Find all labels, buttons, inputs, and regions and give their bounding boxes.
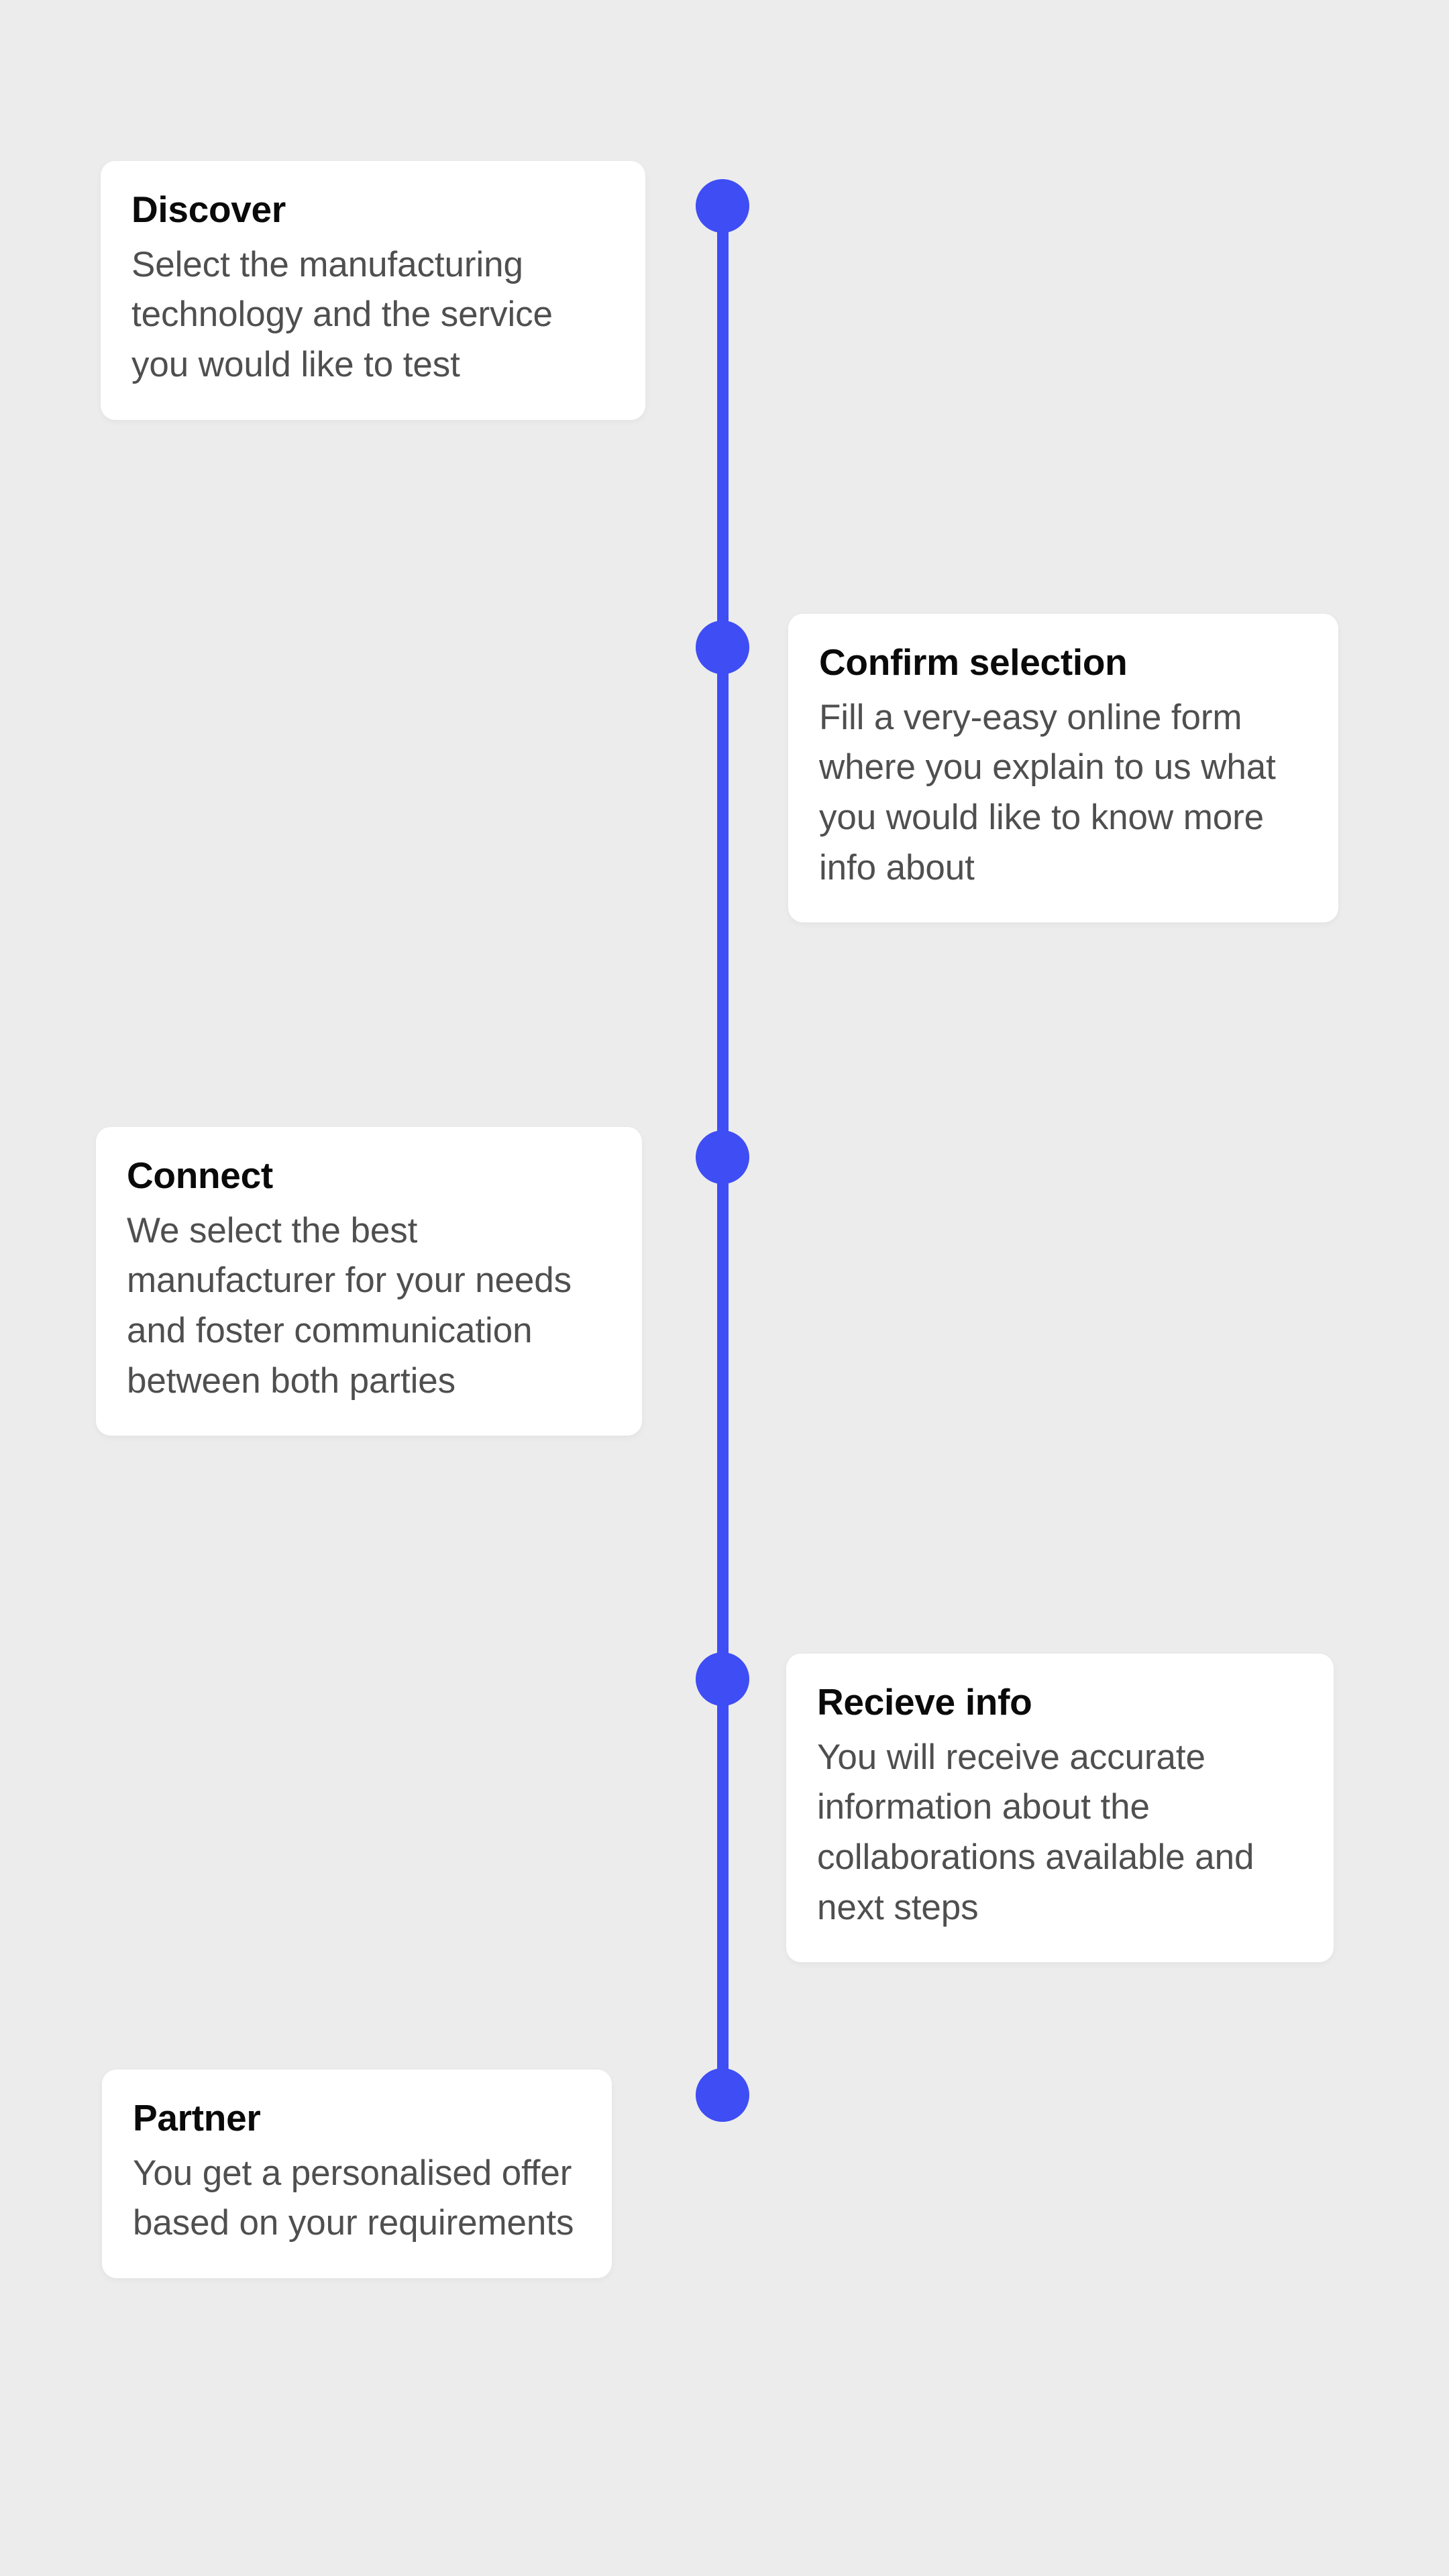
timeline-card-step-2[interactable]: Confirm selection Fill a very-easy onlin… [788, 614, 1338, 923]
timeline-card-step-4[interactable]: Recieve info You will receive accurate i… [786, 1654, 1334, 1963]
timeline-card-title: Discover [131, 189, 286, 230]
timeline-card-step-3[interactable]: Connect We select the best manufacturer … [96, 1127, 642, 1436]
timeline-card-description: Select the manufacturing technology and … [131, 244, 553, 385]
timeline-dot-step-3[interactable] [696, 1130, 749, 1184]
timeline-card-title: Connect [127, 1155, 273, 1196]
timeline-card-title: Partner [133, 2097, 261, 2139]
timeline-card-title: Recieve info [817, 1681, 1032, 1723]
timeline-dot-step-1[interactable] [696, 179, 749, 233]
timeline-card-description: You get a personalised offer based on yo… [133, 2153, 574, 2243]
timeline-dot-step-2[interactable] [696, 621, 749, 674]
timeline-dot-step-5[interactable] [696, 2068, 749, 2122]
timeline-card-step-5[interactable]: Partner You get a personalised offer bas… [102, 2070, 612, 2279]
timeline-card-description: We select the best manufacturer for your… [127, 1210, 572, 1401]
timeline-card-description: You will receive accurate information ab… [817, 1737, 1254, 1927]
timeline-card-title: Confirm selection [819, 641, 1128, 683]
timeline-card-description: Fill a very-easy online form where you e… [819, 697, 1276, 888]
timeline-card-step-1[interactable]: Discover Select the manufacturing techno… [101, 161, 645, 420]
timeline-dot-step-4[interactable] [696, 1652, 749, 1706]
